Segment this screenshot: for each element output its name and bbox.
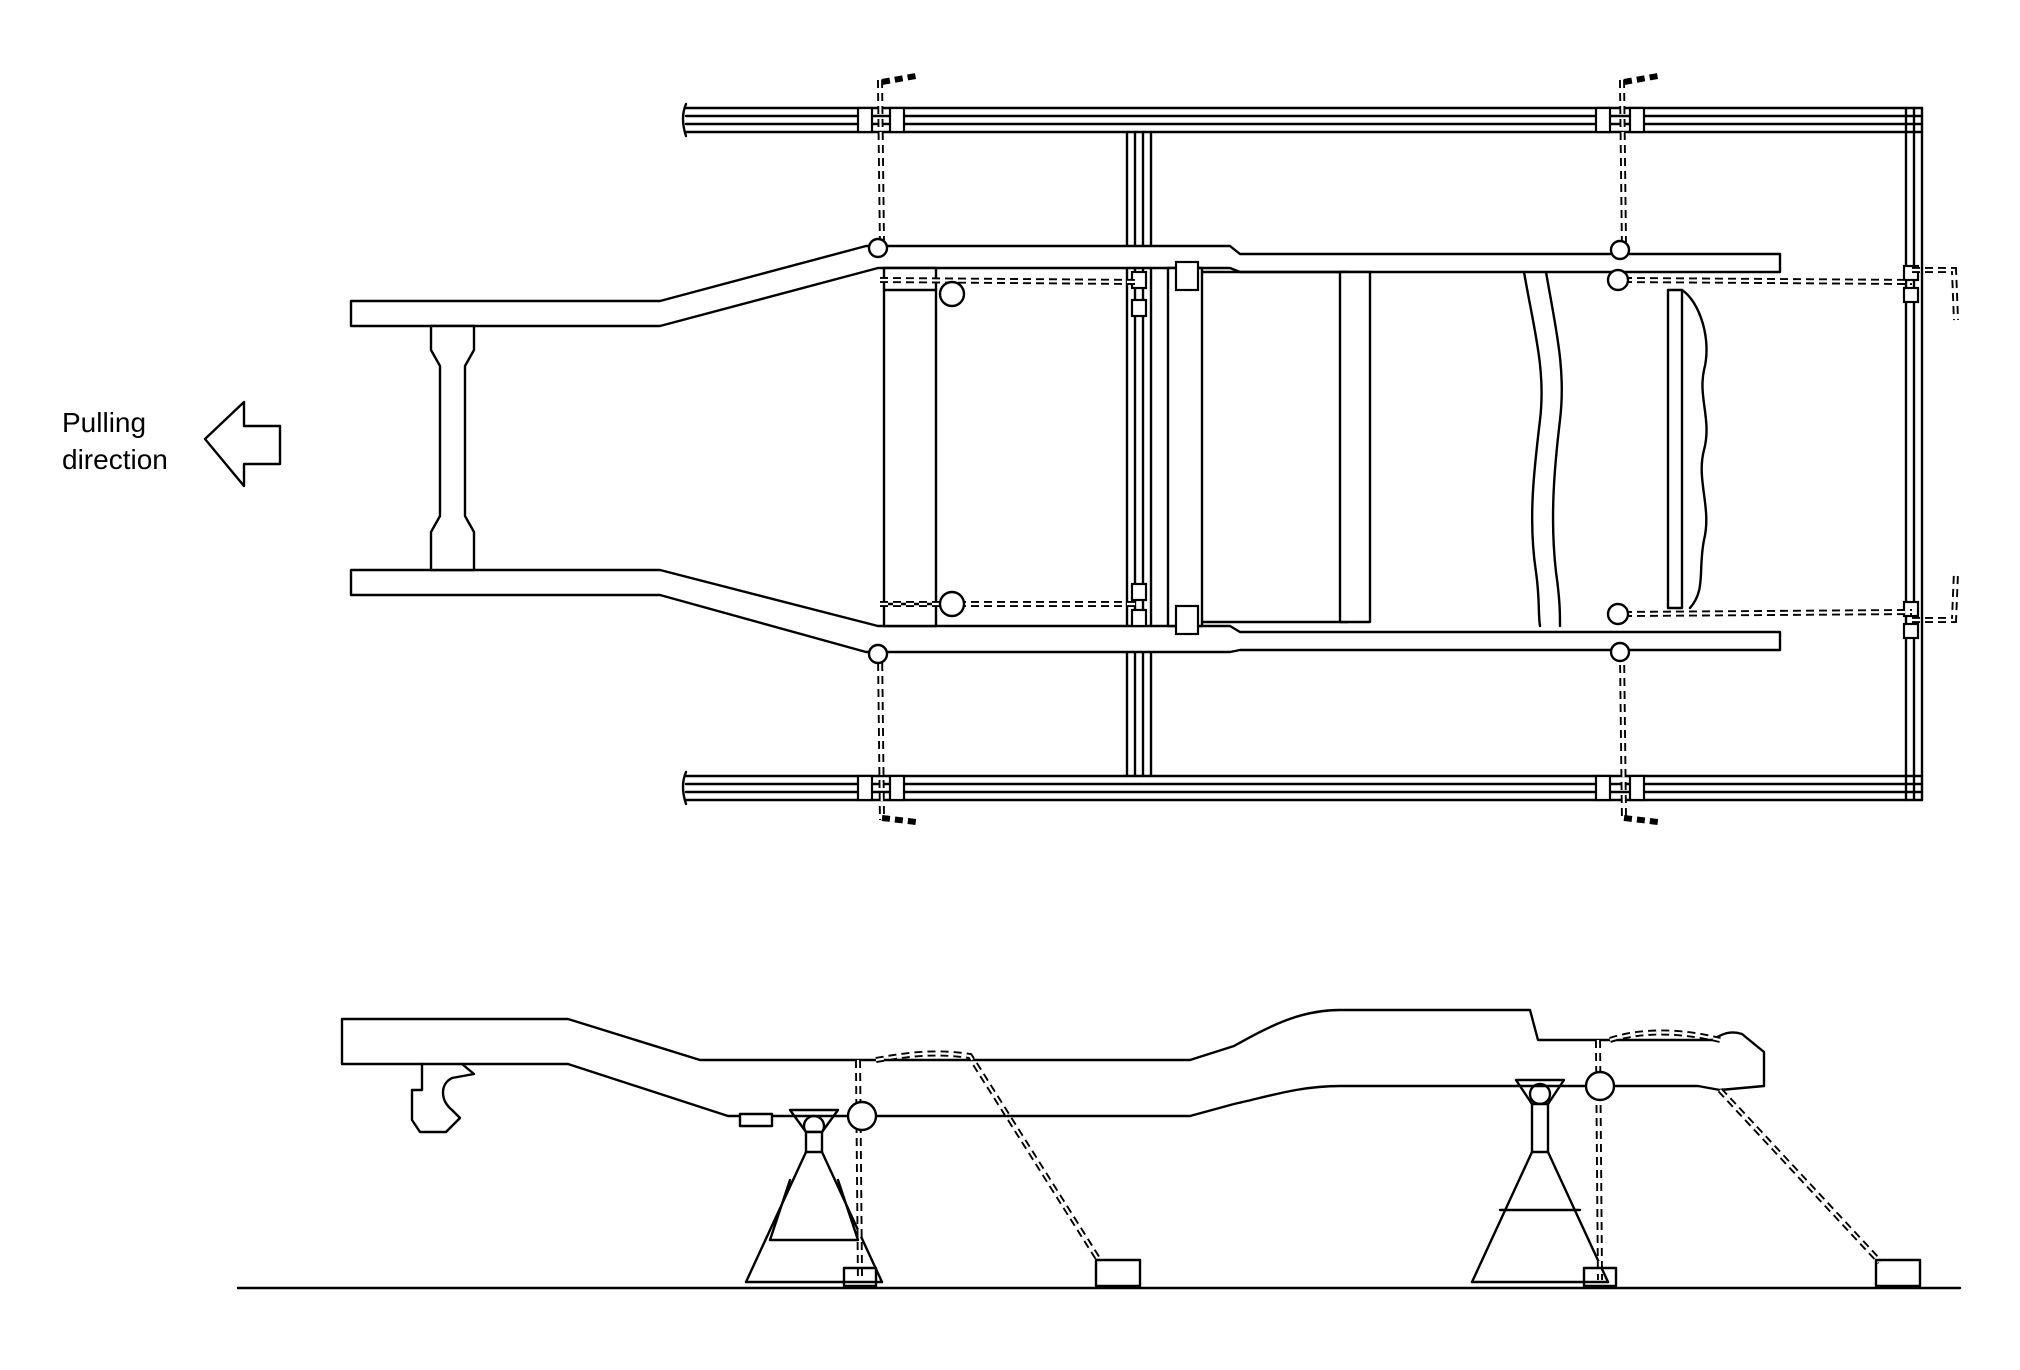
front-crossmember [429,324,476,572]
chain-hooks-top-view [867,237,1631,665]
rail-clamps [856,106,1920,802]
chain-hooks-side-view [846,1070,1616,1132]
frame-stand-rear [1470,1078,1610,1284]
frame-rail-lower [349,568,1782,654]
bench-crossbar-middle [1125,130,1153,778]
top-view [349,73,1959,825]
pulling-direction-label: Pulling direction [62,407,168,475]
left-arrow-outline-icon [203,400,282,488]
bench-crossbar-right [1904,106,1924,802]
front-bracket [410,1062,476,1134]
damaged-section [1522,270,1708,628]
floor-anchors [842,1258,1922,1288]
side-view [236,1008,1962,1290]
anchor-chains-top-view [877,73,1959,825]
frame-rail-side [340,1008,1766,1118]
inner-crossmember-front [882,266,938,628]
frame-stand-front [744,1108,884,1284]
frame-clamps-left [1130,260,1200,636]
frame-rail-upper [349,244,1782,328]
inner-crossmember-center [1166,266,1372,628]
frame-mount-block [738,1112,774,1128]
